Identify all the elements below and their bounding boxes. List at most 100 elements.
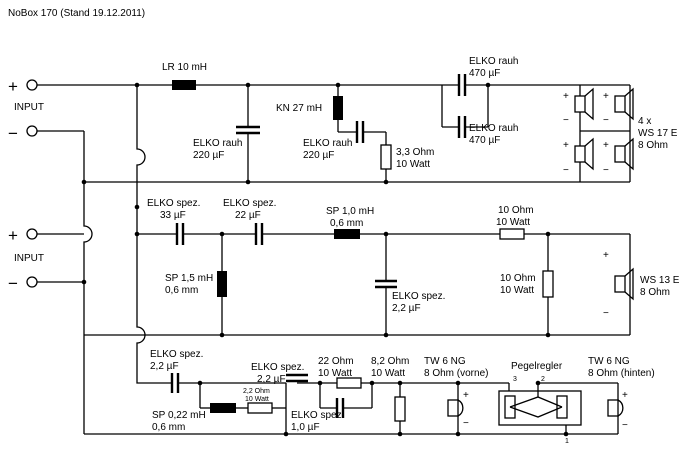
input-terminals-middle: + − INPUT: [8, 226, 84, 293]
bass-spk-plus-3: +: [603, 91, 609, 102]
input-top-plus: +: [8, 77, 18, 96]
input-top-label: INPUT: [14, 102, 44, 113]
tw-front-l2: 8 Ohm (vorne): [424, 368, 488, 379]
mid-spk-plus: +: [603, 250, 609, 261]
lr-label: LR 10 mH: [162, 62, 207, 73]
mid-spk-minus: −: [603, 308, 609, 319]
resistor-10-ohm-shunt: [542, 270, 554, 298]
woofer-icon: [614, 87, 634, 121]
bass-spk-minus-3: −: [603, 115, 609, 126]
input-top-plus-terminal: [26, 79, 38, 91]
resistor-10-ohm-series: [499, 228, 525, 240]
bass-spk-l2: WS 17 E: [638, 128, 678, 139]
bass-spk-minus-1: −: [563, 115, 569, 126]
mid-section: ELKO spez. 33 µF ELKO spez. 22 µF SP 1,0…: [84, 198, 680, 338]
midrange-icon: [614, 267, 634, 301]
bass-section: LR 10 mH ELKO rauh 220 µF KN 27 mH ELKO …: [84, 56, 678, 185]
tw-res-small-l2: 10 Watt: [245, 396, 269, 403]
bass-elko-bot-l1: ELKO rauh: [469, 123, 518, 134]
input-top-minus: −: [8, 124, 18, 143]
mid-elko2-l1: ELKO spez.: [223, 198, 276, 209]
tw-res22-l2: 10 Watt: [318, 368, 352, 379]
tw-sp-l1: SP 0,22 mH: [152, 410, 206, 421]
woofer-icon: [614, 137, 634, 171]
mid-elko1-l2: 33 µF: [160, 210, 186, 221]
bass-spk-plus-4: +: [603, 140, 609, 151]
mid-elko3-l2: 2,2 µF: [392, 303, 421, 314]
tw-elko1-l2: 2,2 µF: [150, 361, 179, 372]
mid-sp1-l2: 0,6 mm: [330, 218, 363, 229]
diagram-title: NoBox 170 (Stand 19.12.2011): [8, 8, 145, 19]
bass-spk-l3: 8 Ohm: [638, 140, 668, 151]
input-top-minus-terminal: [26, 125, 38, 137]
bass-spk-minus-4: −: [603, 165, 609, 176]
woofer-icon: [574, 137, 594, 171]
pegel-label: Pegelregler: [511, 361, 563, 372]
bass-elko2-l1: ELKO rauh: [303, 138, 352, 149]
mid-res-series-l2: 10 Watt: [496, 217, 530, 228]
input-mid-minus: −: [8, 274, 18, 293]
inductor-sp-1-0mh: [334, 229, 360, 239]
tw-elko2-l1: ELKO spez.: [251, 362, 304, 373]
tw-back-l1: TW 6 NG: [588, 356, 630, 367]
bass-spk-minus-2: −: [563, 165, 569, 176]
bass-elko-top-l2: 470 µF: [469, 68, 500, 79]
bass-res-l2: 10 Watt: [396, 159, 430, 170]
mid-res-shunt-l1: 10 Ohm: [500, 273, 536, 284]
tw-elko2-l2: 2,2 µF: [257, 374, 286, 385]
input-buses: [81, 82, 172, 434]
tw-elko3-l1: ELKO spez.: [291, 410, 344, 421]
tw-elko1-l1: ELKO spez.: [150, 349, 203, 360]
bass-res-l1: 3,3 Ohm: [396, 147, 434, 158]
tw-res-small-l1: 2,2 Ohm: [243, 388, 270, 395]
resistor-2-2-ohm: [247, 402, 273, 414]
resistor-22-ohm: [336, 377, 362, 389]
tweeter-rear-icon: [607, 399, 624, 417]
mid-elko3-l1: ELKO spez.: [392, 291, 445, 302]
bass-spk-plus-2: +: [563, 140, 569, 151]
resistor-8-2-ohm: [394, 396, 406, 422]
mid-spk-l2: 8 Ohm: [640, 287, 670, 298]
pegel-pin1: 1: [565, 438, 569, 445]
mid-elko2-l2: 22 µF: [235, 210, 261, 221]
tw-res82-l1: 8,2 Ohm: [371, 356, 409, 367]
mid-res-series-l1: 10 Ohm: [498, 205, 534, 216]
mid-sp2-l2: 0,6 mm: [165, 285, 198, 296]
tw-front-plus: +: [463, 390, 469, 401]
tweeter-front-icon: [447, 399, 464, 417]
mid-sp1-l1: SP 1,0 mH: [326, 206, 374, 217]
tw-sp-l2: 0,6 mm: [152, 422, 185, 433]
tw-res22-l1: 22 Ohm: [318, 356, 354, 367]
mid-elko1-l1: ELKO spez.: [147, 198, 200, 209]
pegel-pin2: 2: [541, 376, 545, 383]
bass-elko2-l2: 220 µF: [303, 150, 334, 161]
inductor-lr-10mh: [172, 80, 196, 90]
inductor-sp-0-22mh: [210, 403, 236, 413]
input-mid-label: INPUT: [14, 253, 44, 264]
bass-elko1-l1: ELKO rauh: [193, 138, 242, 149]
bass-spk-plus-1: +: [563, 91, 569, 102]
bass-elko-top-l1: ELKO rauh: [469, 56, 518, 67]
mid-res-shunt-l2: 10 Watt: [500, 285, 534, 296]
resistor-3-3-ohm: [380, 144, 392, 170]
pegel-pin3: 3: [513, 376, 517, 383]
tw-back-plus: +: [622, 390, 628, 401]
tw-res82-l2: 10 Watt: [371, 368, 405, 379]
bass-elko-bot-l2: 470 µF: [469, 135, 500, 146]
bass-spk-l1: 4 x: [638, 116, 651, 127]
tw-elko3-l2: 1,0 µF: [291, 422, 320, 433]
bass-elko1-l2: 220 µF: [193, 150, 224, 161]
input-mid-plus-terminal: [26, 228, 38, 240]
input-mid-plus: +: [8, 226, 18, 245]
mid-spk-l1: WS 13 E: [640, 275, 680, 286]
tw-front-l1: TW 6 NG: [424, 356, 466, 367]
tw-front-minus: −: [463, 418, 469, 429]
tw-back-l2: 8 Ohm (hinten): [588, 368, 655, 379]
tweeter-section: ELKO spez. 2,2 µF SP 0,22 mH 0,6 mm 2,2 …: [84, 349, 655, 445]
woofer-icon: [574, 87, 594, 121]
mid-sp2-l1: SP 1,5 mH: [165, 273, 213, 284]
input-terminals-top: + − INPUT: [8, 77, 137, 143]
inductor-sp-1-5mh: [217, 271, 227, 297]
tw-back-minus: −: [622, 420, 628, 431]
